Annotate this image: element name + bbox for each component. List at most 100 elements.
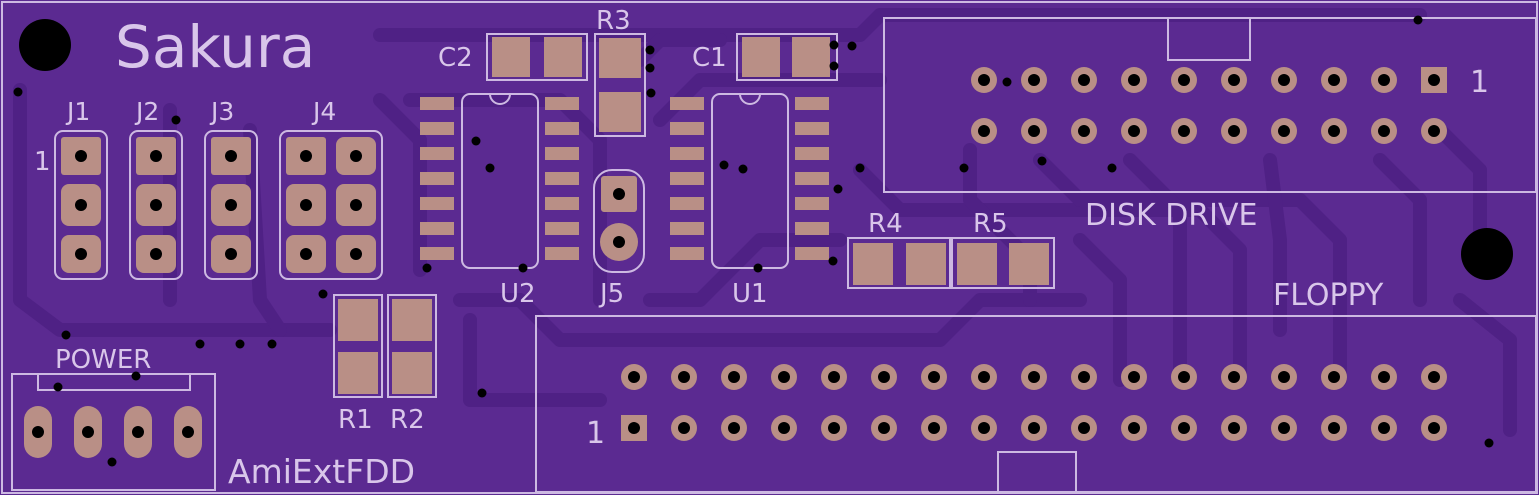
via (1107, 163, 1117, 173)
pin-drill (1028, 125, 1040, 137)
capacitor-c2-outline (486, 33, 588, 81)
via (1037, 156, 1047, 166)
capacitor-c2-pad-1 (492, 37, 530, 77)
pin-drill (1228, 125, 1240, 137)
pin-drill (1078, 422, 1090, 434)
pin-drill (1178, 74, 1190, 86)
label-r4: R4 (868, 209, 903, 239)
pin-drill (1128, 125, 1140, 137)
via (13, 87, 23, 97)
pin-drill (978, 422, 990, 434)
pin-drill (978, 125, 990, 137)
pin-drill (1328, 74, 1340, 86)
pin-drill (678, 422, 690, 434)
jumper-pads (61, 137, 376, 273)
label-disk-drive: DISK DRIVE (1085, 198, 1257, 233)
product-name: AmiExtFDD (228, 452, 415, 491)
resistor-r3-pad-1 (599, 38, 641, 78)
label-j4: J4 (311, 97, 336, 126)
resistor-r1-pad-1 (338, 299, 378, 341)
pin-drill (1228, 371, 1240, 383)
disk-drive-connector-key (1167, 17, 1251, 61)
pin-drill (1278, 125, 1290, 137)
via (53, 382, 63, 392)
pin-drill (628, 371, 640, 383)
pin-drill (1178, 125, 1190, 137)
pin-drill (928, 422, 940, 434)
pin-drill (1128, 371, 1140, 383)
via (235, 339, 245, 349)
label-j3: J3 (209, 97, 234, 126)
pin-drill (878, 422, 890, 434)
via (61, 330, 71, 340)
disk-drive-pins (971, 67, 1447, 144)
via (471, 136, 481, 146)
pin-drill (778, 371, 790, 383)
label-j2: J2 (134, 97, 159, 126)
jumper-j4-outline (279, 130, 383, 280)
u1-pads (670, 97, 829, 260)
resistor-r3-outline (594, 33, 646, 137)
resistor-r4-pad-2 (906, 243, 946, 285)
jumper-j5-outline (593, 169, 645, 273)
pin-drill (1028, 422, 1040, 434)
pin-drill (628, 422, 640, 434)
floppy-connector-key (997, 451, 1077, 493)
pin-drill (1078, 371, 1090, 383)
via (828, 256, 838, 266)
floppy-pins (621, 364, 1447, 441)
mounting-hole-top-left (19, 19, 71, 71)
pin-drill (1028, 371, 1040, 383)
label-c2: C2 (438, 43, 473, 73)
via (719, 160, 729, 170)
pin-drill (878, 371, 890, 383)
via (171, 115, 181, 125)
pin-drill (1428, 371, 1440, 383)
resistor-r2-outline (387, 294, 437, 398)
pin-drill (1378, 422, 1390, 434)
via (422, 263, 432, 273)
pin-drill (828, 422, 840, 434)
resistor-r4-outline (847, 237, 951, 289)
via (959, 163, 969, 173)
vias (13, 15, 1494, 467)
pin-drill (1278, 422, 1290, 434)
label-j1: J1 (65, 97, 90, 126)
ic-u2-notch (489, 93, 511, 105)
label-power: POWER (55, 345, 151, 375)
pin-drill (778, 422, 790, 434)
label-u1: U1 (732, 279, 768, 309)
via (753, 263, 763, 273)
pin-drill (1378, 74, 1390, 86)
pin-drill (1228, 422, 1240, 434)
pin-drill (1178, 422, 1190, 434)
ic-u1-outline (711, 93, 789, 269)
pin-drill (1428, 74, 1440, 86)
label-pin1-disk: 1 (1470, 65, 1489, 100)
via (829, 61, 839, 71)
capacitor-c1-outline (736, 33, 838, 81)
capacitor-c1-pad-2 (792, 37, 830, 77)
resistor-r3-pad-2 (599, 92, 641, 132)
via (738, 164, 748, 174)
pin-drill (1078, 74, 1090, 86)
pin-drill (1328, 422, 1340, 434)
ic-u1-notch (739, 93, 761, 105)
resistor-r2-pad-1 (392, 299, 432, 341)
via (518, 263, 528, 273)
via (131, 371, 141, 381)
pin-drill (1278, 371, 1290, 383)
resistor-r1-outline (333, 294, 383, 398)
pin-drill (1128, 74, 1140, 86)
via (267, 339, 277, 349)
pin-drill (1378, 125, 1390, 137)
pin-drill (978, 74, 990, 86)
pin-drill (928, 371, 940, 383)
via (477, 388, 487, 398)
via (318, 289, 328, 299)
resistor-r1-pad-2 (338, 352, 378, 394)
via (1002, 77, 1012, 87)
label-r2: R2 (390, 405, 425, 435)
via (646, 88, 656, 98)
via (645, 63, 655, 73)
